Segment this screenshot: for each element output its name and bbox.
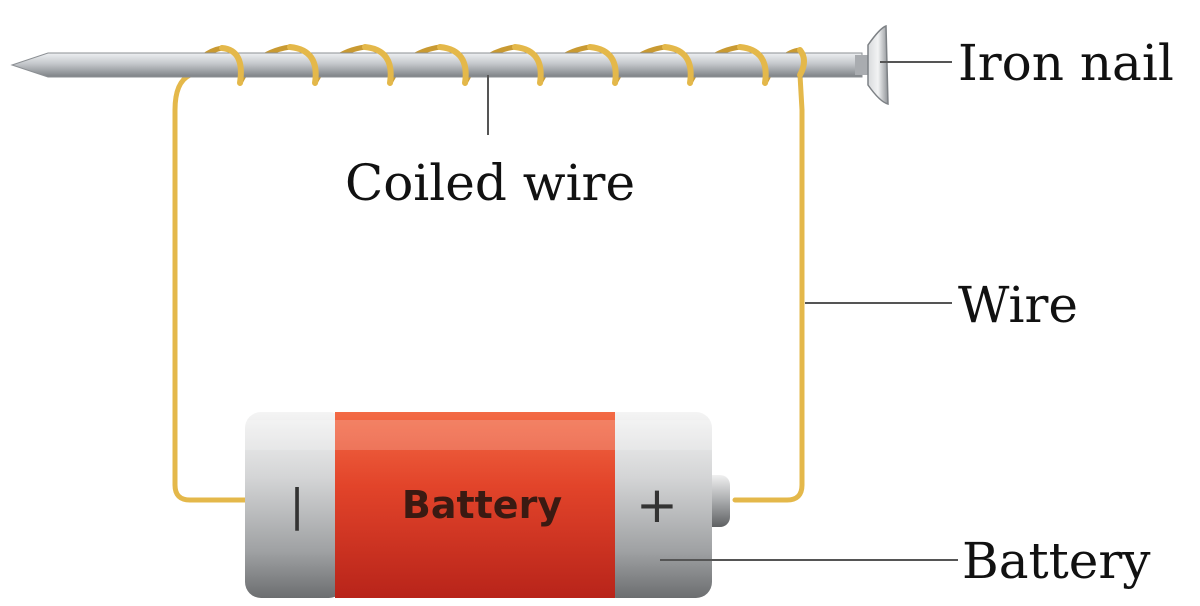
battery-minus-cap (245, 412, 345, 598)
coil-front-strands (219, 44, 807, 86)
battery-minus-sign: | (290, 480, 305, 531)
battery-plus-cap (600, 412, 712, 598)
nail-shaft (10, 52, 863, 78)
battery: | Battery + (245, 412, 730, 598)
label-coiled-wire: Coiled wire (345, 154, 635, 212)
leader-lines (487, 61, 958, 561)
battery-red-body (335, 412, 615, 598)
label-battery: Battery (962, 532, 1151, 590)
wire-left-segment (172, 72, 251, 503)
iron-nail (10, 24, 889, 105)
battery-plus-sign: + (636, 476, 678, 534)
label-wire: Wire (958, 276, 1078, 334)
circuit-wire (172, 72, 805, 503)
nail-neck (855, 55, 869, 75)
battery-body-label: Battery (402, 483, 562, 527)
wire-right-segment (732, 72, 805, 503)
battery-highlight (245, 420, 712, 450)
label-iron-nail: Iron nail (958, 34, 1174, 92)
nail-head (867, 24, 889, 105)
